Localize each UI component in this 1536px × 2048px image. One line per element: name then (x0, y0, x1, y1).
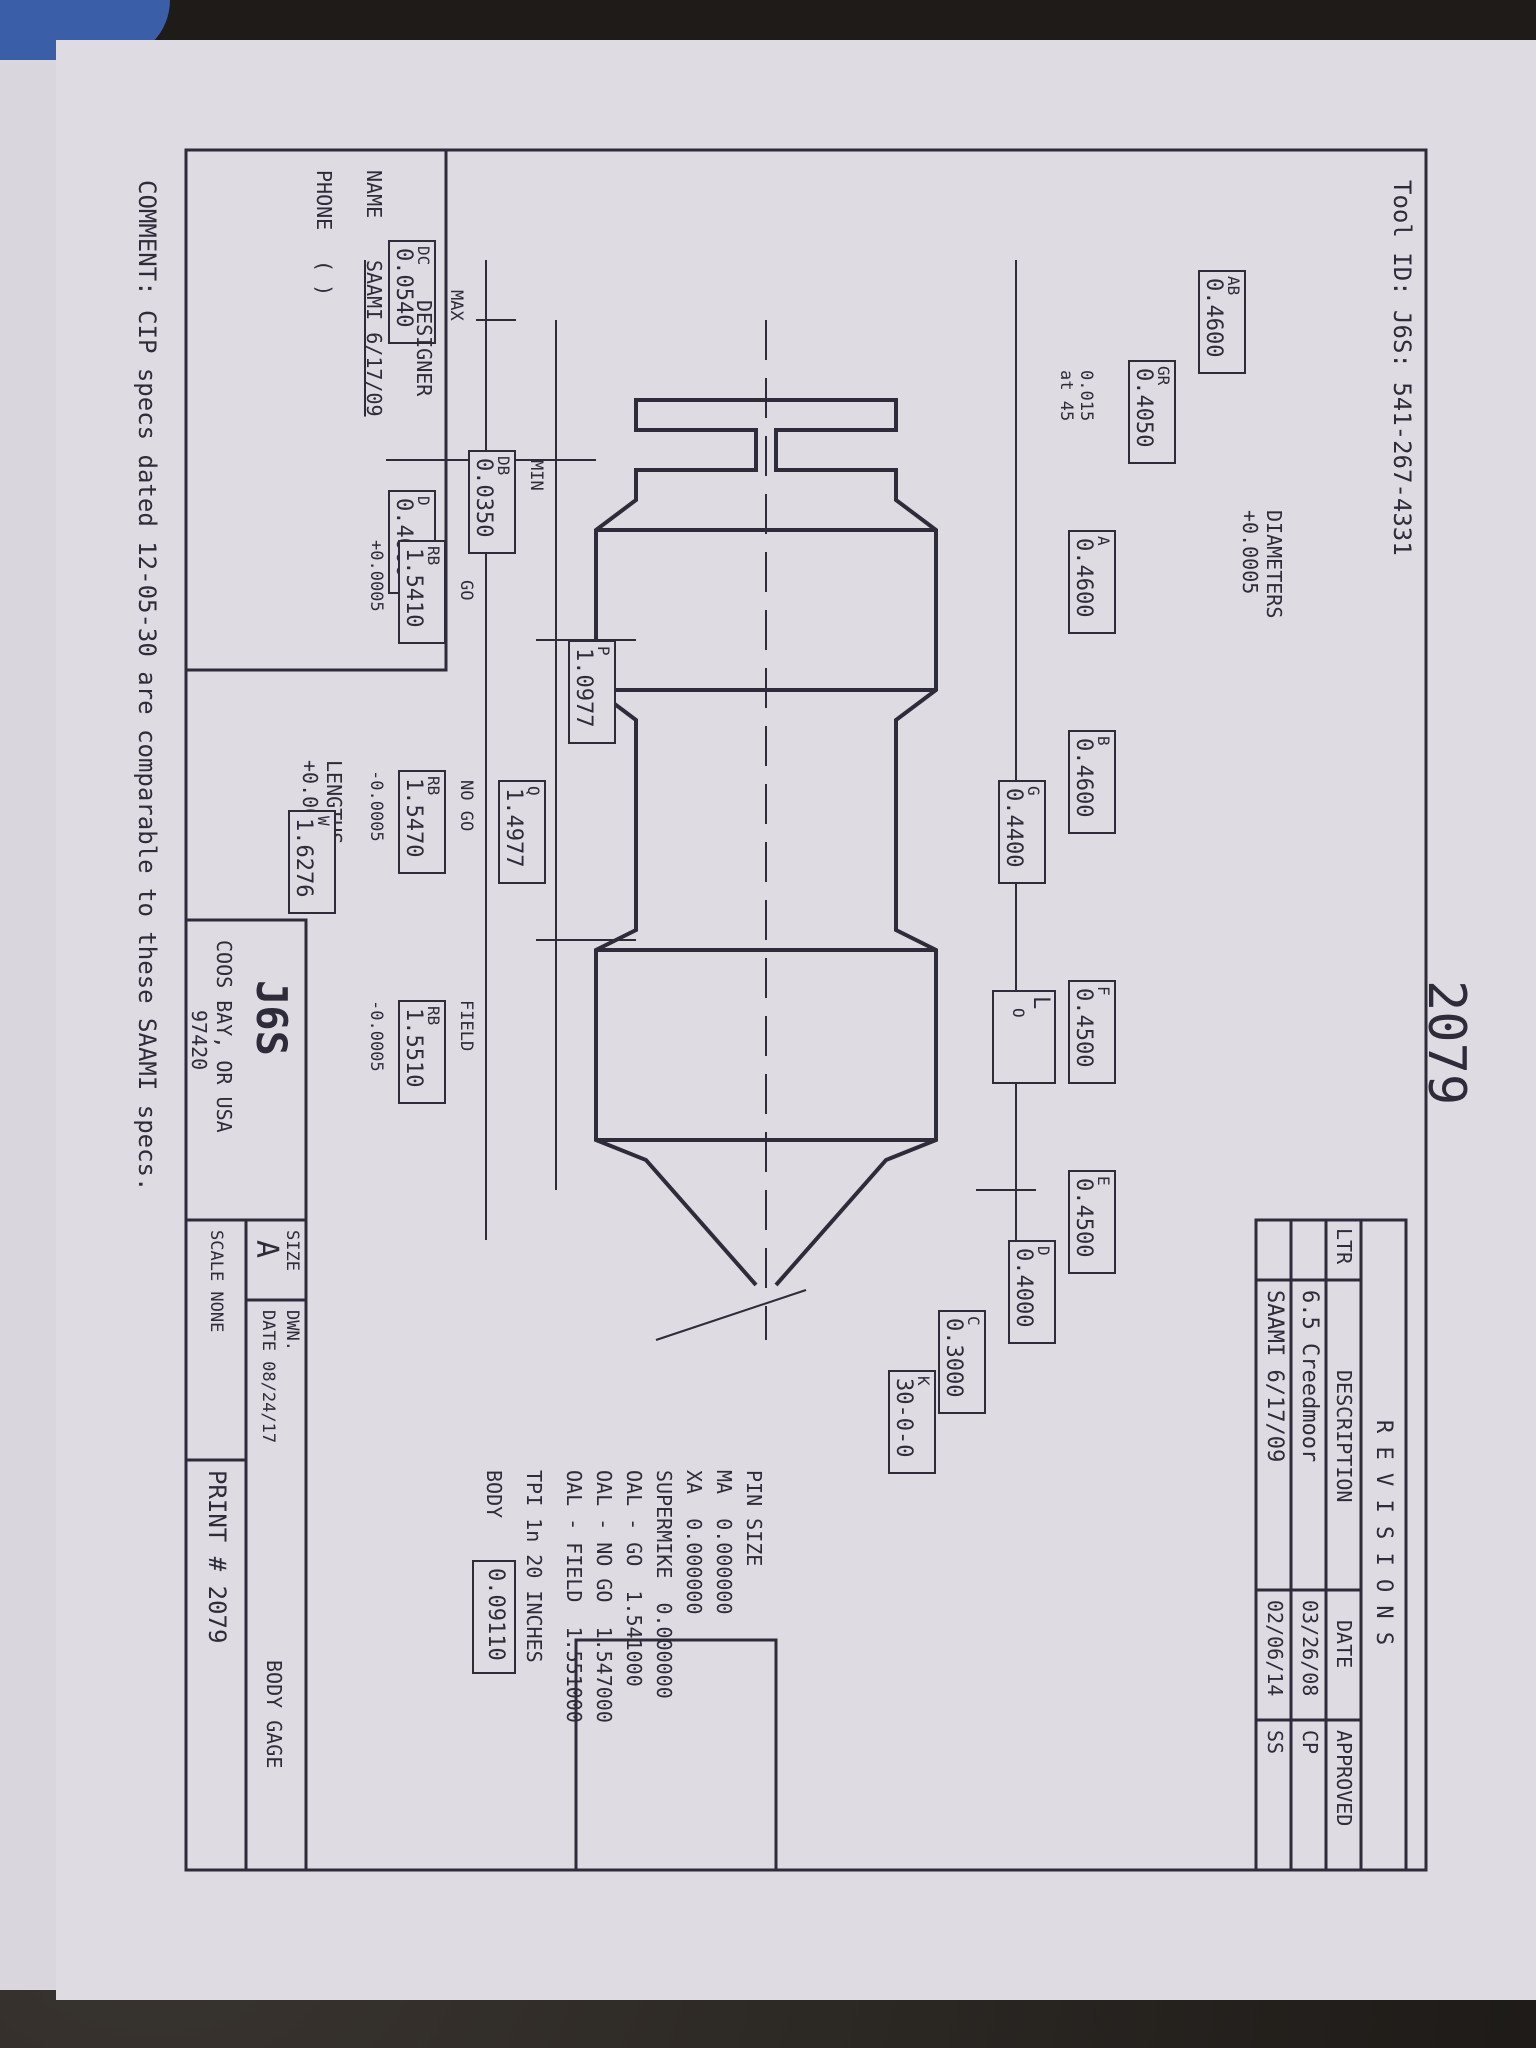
max-label: MAX (446, 290, 466, 321)
rev-header-description: DESCRIPTION (1332, 1370, 1356, 1503)
designer-name-label: NAME (362, 170, 386, 219)
company-logo: J6S (247, 980, 296, 1056)
rev-header-date: DATE (1332, 1620, 1356, 1669)
tool-id: Tool ID: J6S: 541-267-4331 (1388, 180, 1416, 556)
drawing-sheet: Tool ID: J6S: 541-267-4331 2079 R E V I … (56, 40, 1536, 2000)
rev-row-2-desc: SAAMI 6/17/09 (1262, 1290, 1287, 1463)
title-date: DATE 08/24/17 (258, 1310, 278, 1444)
pin-row-oal-go: OAL - GO 1.541000 (622, 1470, 646, 1687)
rev-row-1-date: 03/26/08 (1298, 1600, 1322, 1697)
body-value-box: 0.09110 (472, 1560, 516, 1674)
body-label: BODY (482, 1470, 506, 1519)
company-zip: 97420 (187, 1010, 211, 1071)
revisions-title: R E V I S I O N S (1371, 1420, 1396, 1646)
rev-row-1-desc: 6.5 Creedmoor (1297, 1290, 1322, 1463)
rb-field-tolerance: -0.0005 (366, 1000, 386, 1072)
diameters-note: DIAMETERS+0.0005 (1238, 510, 1286, 619)
rev-header-approved: APPROVED (1332, 1730, 1356, 1827)
designer-phone-value: ( ) (312, 260, 336, 297)
field-label: FIELD (456, 1000, 476, 1052)
print-number-header: 2079 (1416, 980, 1476, 1106)
rev-row-2-date: 02/06/14 (1263, 1600, 1287, 1697)
rb-nogo-tolerance: -0.0005 (366, 770, 386, 842)
tpi-note: TPI 1n 20 INCHES (522, 1470, 546, 1663)
pin-row-oal-nogo: OAL - NO GO 1.547000 (592, 1470, 616, 1723)
go-label: GO (456, 580, 476, 601)
pin-row-ma: MA 0.000000 (712, 1470, 736, 1615)
size-label: SIZE (282, 1230, 302, 1271)
dwn-label: DWN. (282, 1310, 302, 1351)
pin-row-oal-field: OAL - FIELD 1.551000 (562, 1470, 586, 1723)
pin-size-box (574, 1638, 778, 1872)
body-gage-title: BODY GAGE (262, 1660, 286, 1769)
nogo-label: NO GO (456, 780, 476, 832)
rb-go-tolerance: +0.0005 (366, 540, 386, 612)
revisions-table (1254, 1218, 1408, 1872)
designer-box (184, 148, 448, 672)
rev-row-1-approved: CP (1298, 1730, 1322, 1755)
rev-row-2-approved: SS (1263, 1730, 1287, 1755)
print-number: PRINT # 2079 (203, 1470, 231, 1644)
designer-phone-label: PHONE (312, 170, 336, 231)
designer-title: DESIGNER (412, 300, 436, 397)
rev-header-ltr: LTR (1332, 1228, 1356, 1265)
scale: SCALE NONE (206, 1230, 226, 1333)
designer-name-value: SAAMI 6/17/09 (362, 260, 386, 417)
comment: COMMENT: CIP specs dated 12-05-30 are co… (133, 180, 161, 1192)
pin-size-title: PIN SIZE (742, 1470, 766, 1567)
pin-row-xa: XA 0.000000 (682, 1470, 706, 1615)
company-address: COOS BAY, OR USA (212, 940, 236, 1133)
drawing-lines (184, 148, 1428, 1872)
size-value: A (249, 1240, 284, 1259)
pin-row-supermike: SUPERMIKE 0.000000 (652, 1470, 676, 1699)
min-label: MIN (526, 460, 546, 491)
